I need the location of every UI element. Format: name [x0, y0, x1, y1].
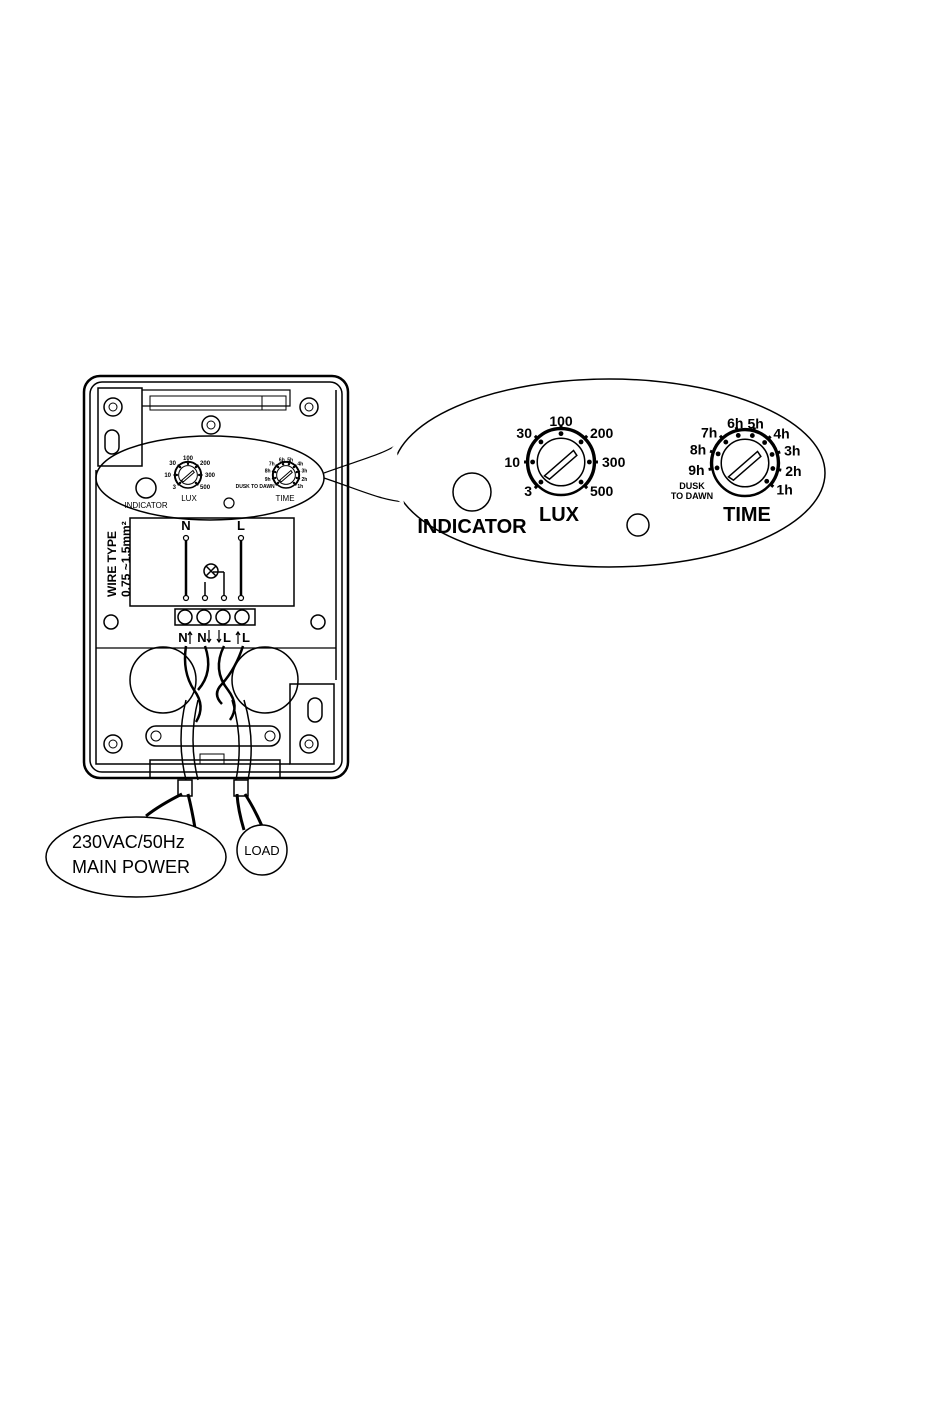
zoom-time-tick-label: 8h	[690, 442, 706, 458]
zoom-time-tick-label: 3h	[784, 443, 800, 459]
zoom-indicator-label: INDICATOR	[417, 516, 527, 538]
mini-time-tick-label: 1h	[297, 484, 303, 490]
terminal-screw[interactable]	[197, 610, 211, 624]
mini-sensor-window	[224, 498, 234, 508]
zoom-lux-label: LUX	[539, 504, 580, 526]
power-line2: MAIN POWER	[72, 857, 190, 877]
zoom-dusk-line2: TO DAWN	[671, 491, 713, 501]
mini-lux-tick-label: 500	[200, 485, 211, 491]
mini-lux-tick-label: 3	[173, 485, 177, 491]
mini-time-tick-label: 5h	[287, 457, 293, 463]
zoom-lux-tick-label: 500	[590, 483, 614, 499]
wire-type-label: WIRE TYPE 0.75 ~1.5mm²	[105, 521, 133, 597]
mini-lux-tick-label: 100	[183, 456, 194, 462]
mini-indicator-label: INDICATOR	[124, 501, 167, 510]
terminal-top-l-label: L	[237, 518, 245, 533]
zoom-lux-tick-label: 10	[504, 454, 520, 470]
mini-lux-dial[interactable]: 310 30 100 200 300 500	[164, 456, 215, 491]
terminal-block	[175, 609, 255, 625]
mini-indicator-led	[136, 478, 156, 498]
mini-lux-label: LUX	[181, 494, 197, 503]
power-line1: 230VAC/50Hz	[72, 832, 185, 852]
zoom-time-tick-label: 2h	[785, 463, 801, 479]
zoom-dusk-line1: DUSK	[679, 481, 705, 491]
terminal-screw[interactable]	[235, 610, 249, 624]
lamp-icon	[204, 564, 218, 578]
mini-control-panel: INDICATOR LUX TIME 310 30 100 200 300 500 DUS…	[96, 436, 324, 520]
zoom-time-tick-label: 7h	[701, 425, 717, 441]
terminal-screw[interactable]	[216, 610, 230, 624]
mini-time-tick-label: 8h	[265, 469, 271, 475]
terminal-label-l1: L	[223, 630, 231, 645]
mini-time-tick-label: 7h	[269, 461, 275, 467]
mini-lux-tick-label: 10	[164, 473, 171, 479]
internal-wires	[185, 646, 243, 722]
terminal-arrows	[188, 630, 240, 644]
terminal-screw[interactable]	[178, 610, 192, 624]
power-callout: 230VAC/50Hz MAIN POWER	[46, 817, 226, 897]
mini-time-tick-label: DUSK TO DAWN	[236, 484, 275, 490]
zoom-time-tick-label: 4h	[773, 425, 789, 441]
mini-lux-tick-label: 300	[205, 473, 216, 479]
terminal-top-n-label: N	[181, 518, 190, 533]
terminal-label-n2: N	[197, 630, 206, 645]
mini-lux-tick-label: 30	[169, 461, 176, 467]
zoom-lux-tick-label: 200	[590, 425, 614, 441]
wire-type-line1: WIRE TYPE	[105, 531, 119, 597]
terminal-label-l2: L	[242, 630, 250, 645]
cable-sheaths	[181, 700, 251, 780]
mini-time-tick-label: 6h	[279, 457, 285, 463]
zoom-lux-tick-label: 100	[549, 413, 573, 429]
zoom-lux-tick-label: 30	[516, 425, 532, 441]
terminal-label-n1: N	[178, 630, 187, 645]
mini-time-label: TIME	[275, 494, 294, 503]
load-callout: LOAD	[237, 825, 287, 875]
zoom-lux-tick-label: 3	[524, 483, 532, 499]
mini-time-tick-label: 4h	[297, 461, 303, 467]
wire-type-line2: 0.75 ~1.5mm²	[119, 521, 133, 597]
mini-time-tick-label: 2h	[301, 477, 307, 483]
zoom-lux-tick-label: 300	[602, 454, 626, 470]
zoom-callout: INDICATOR LUX TIME DUSK TO DAWN 310 30 100…	[324, 379, 825, 567]
mini-time-tick-label: 9h	[265, 477, 271, 483]
zoom-time-tick-label: 6h	[727, 415, 743, 431]
zoom-time-label: TIME	[723, 504, 771, 526]
zoom-time-tick-label: 5h	[747, 415, 763, 431]
load-label: LOAD	[244, 843, 279, 858]
zoom-time-tick-label: 9h	[688, 462, 704, 478]
mini-lux-tick-label: 200	[200, 461, 211, 467]
zoom-time-tick-label: 1h	[776, 481, 792, 497]
terminal-schematic: N L N N L L	[175, 518, 255, 645]
mini-time-tick-label: 3h	[301, 469, 307, 475]
